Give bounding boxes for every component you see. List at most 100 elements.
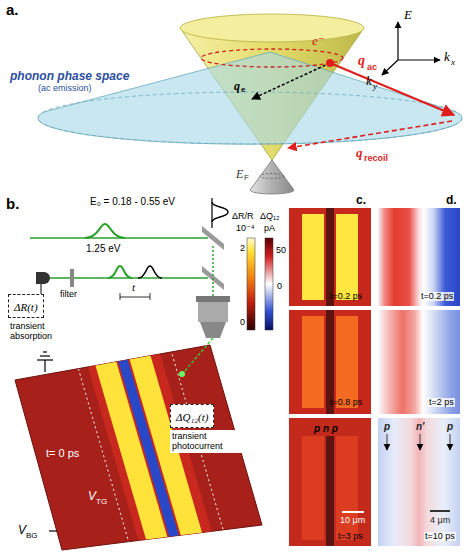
photocurrent-map-part [430, 510, 450, 512]
phonon-cone [38, 52, 462, 144]
objective-lens-part [200, 322, 226, 338]
probe-beam-part [120, 297, 150, 298]
photocurrent-map-part [419, 434, 420, 450]
probe-beam-part [212, 246, 214, 296]
ground-symbol-part [37, 359, 53, 360]
delay-label: t [132, 282, 135, 293]
axis-subscript: x [451, 58, 455, 67]
doping-label: p [384, 422, 390, 432]
region-label: phonon phase space [10, 70, 129, 82]
vector-label: q [356, 146, 363, 159]
time-label: t=10 ps [424, 532, 456, 541]
photocurrent-map-part [386, 434, 387, 450]
axis-label: E [404, 8, 412, 21]
axes [382, 22, 440, 75]
fermi-circle-part [201, 49, 343, 67]
lower-cone-part [250, 160, 294, 194]
absorption-map-part [336, 214, 358, 300]
colorbar-part [265, 238, 273, 330]
wavevector-arrows-part [326, 59, 334, 67]
colorbar-unit: pA [264, 224, 275, 233]
lower-cone [250, 160, 294, 194]
absorption-map-part [302, 316, 324, 408]
panel-letter: b. [6, 196, 19, 211]
axes-part [382, 60, 398, 75]
panel-letter: c. [356, 194, 366, 206]
scale-label: 10 μm [340, 516, 365, 525]
doping-label: p [447, 422, 453, 432]
probe-beam-part [138, 266, 162, 278]
vector-subscript: e [241, 86, 245, 94]
probe-energy: 1.25 eV [86, 244, 120, 254]
axis-label: k [444, 50, 450, 63]
absorption-map-part [302, 436, 324, 540]
absorption-map-part [342, 511, 364, 513]
time-label: t=2 ps [428, 398, 455, 407]
panel-letter: a. [6, 2, 19, 17]
filter-label: filter [60, 290, 77, 299]
axes-part [398, 59, 440, 60]
photocurrent-box: ΔQ₁₂(t) transient photocurrent [170, 404, 258, 453]
photocurrent-map-part [378, 418, 460, 546]
doping-label: p n p [314, 424, 338, 434]
phonon-cone-part [38, 92, 462, 144]
vector-subscript: recoil [364, 154, 388, 163]
vector-subscript: ac [367, 63, 377, 72]
colorbar-title: ΔR/R [232, 212, 254, 221]
objective-lens [196, 296, 230, 338]
photocurrent-map-part [449, 434, 450, 450]
detector-box: ΔR(t)transient absorption [8, 294, 82, 343]
axis-subscript: y [373, 82, 377, 91]
absorption-map-part [289, 310, 371, 414]
vector-label: q [358, 54, 365, 68]
colorbar-title: ΔQ₁₂ [260, 212, 280, 221]
vector-label: q [234, 80, 240, 92]
photodiode-part [41, 284, 42, 294]
wavevector-arrows-part [330, 63, 454, 115]
energy-subscript: F [244, 174, 249, 182]
box-caption: transient photocurrent [170, 430, 258, 453]
colorbar-tick: 0 [277, 282, 282, 291]
absorption-map-part [302, 214, 324, 300]
absorption-map-part [326, 436, 334, 546]
absorption-map-part [289, 418, 371, 546]
lower-cone-part [260, 174, 284, 179]
colorbar [247, 238, 273, 330]
ground-symbol [37, 352, 57, 531]
colorbar-part [247, 238, 255, 330]
photocurrent-map-part [378, 208, 460, 306]
dashed-box: ΔQ₁₂(t) [170, 404, 214, 428]
colorbar-tick: 2 [240, 244, 245, 253]
box-title: ΔQ₁₂(t) [176, 411, 208, 423]
axes-part [397, 22, 398, 60]
upper-cone-part [180, 14, 364, 42]
axis-label: k [366, 74, 372, 87]
probe-beam-part [150, 293, 151, 300]
probe-beam-part [108, 266, 132, 278]
pump-energy: E₀ = 0.18 - 0.55 eV [90, 197, 175, 207]
box-title: ΔR(t) [14, 301, 38, 313]
ground-symbol-part [49, 530, 57, 531]
scale-label: 4 μm [430, 516, 450, 525]
graphene-device-part [179, 371, 185, 377]
photodiode-part [70, 269, 74, 287]
gate-subscript: TG [96, 498, 107, 506]
photocurrent-map-part [378, 310, 460, 414]
energy-label: E [236, 168, 243, 180]
absorption-map-part [289, 208, 371, 306]
ground-symbol-part [40, 355, 50, 356]
electron-label: e⁻ [312, 34, 325, 47]
absorption-map-part [336, 316, 358, 408]
time-label: t=0.2 ps [420, 292, 454, 301]
absorption-map [289, 208, 371, 546]
objective-lens-part [196, 296, 230, 302]
photocurrent-map [378, 208, 460, 546]
wavevector-arrows [252, 59, 454, 148]
fermi-circle [201, 49, 343, 67]
photodiode-part [36, 272, 50, 284]
doping-label: n' [416, 422, 425, 432]
probe-beam-part [85, 224, 125, 238]
wavevector-arrows-part [252, 63, 330, 99]
region-note: (ac emission) [38, 84, 92, 93]
